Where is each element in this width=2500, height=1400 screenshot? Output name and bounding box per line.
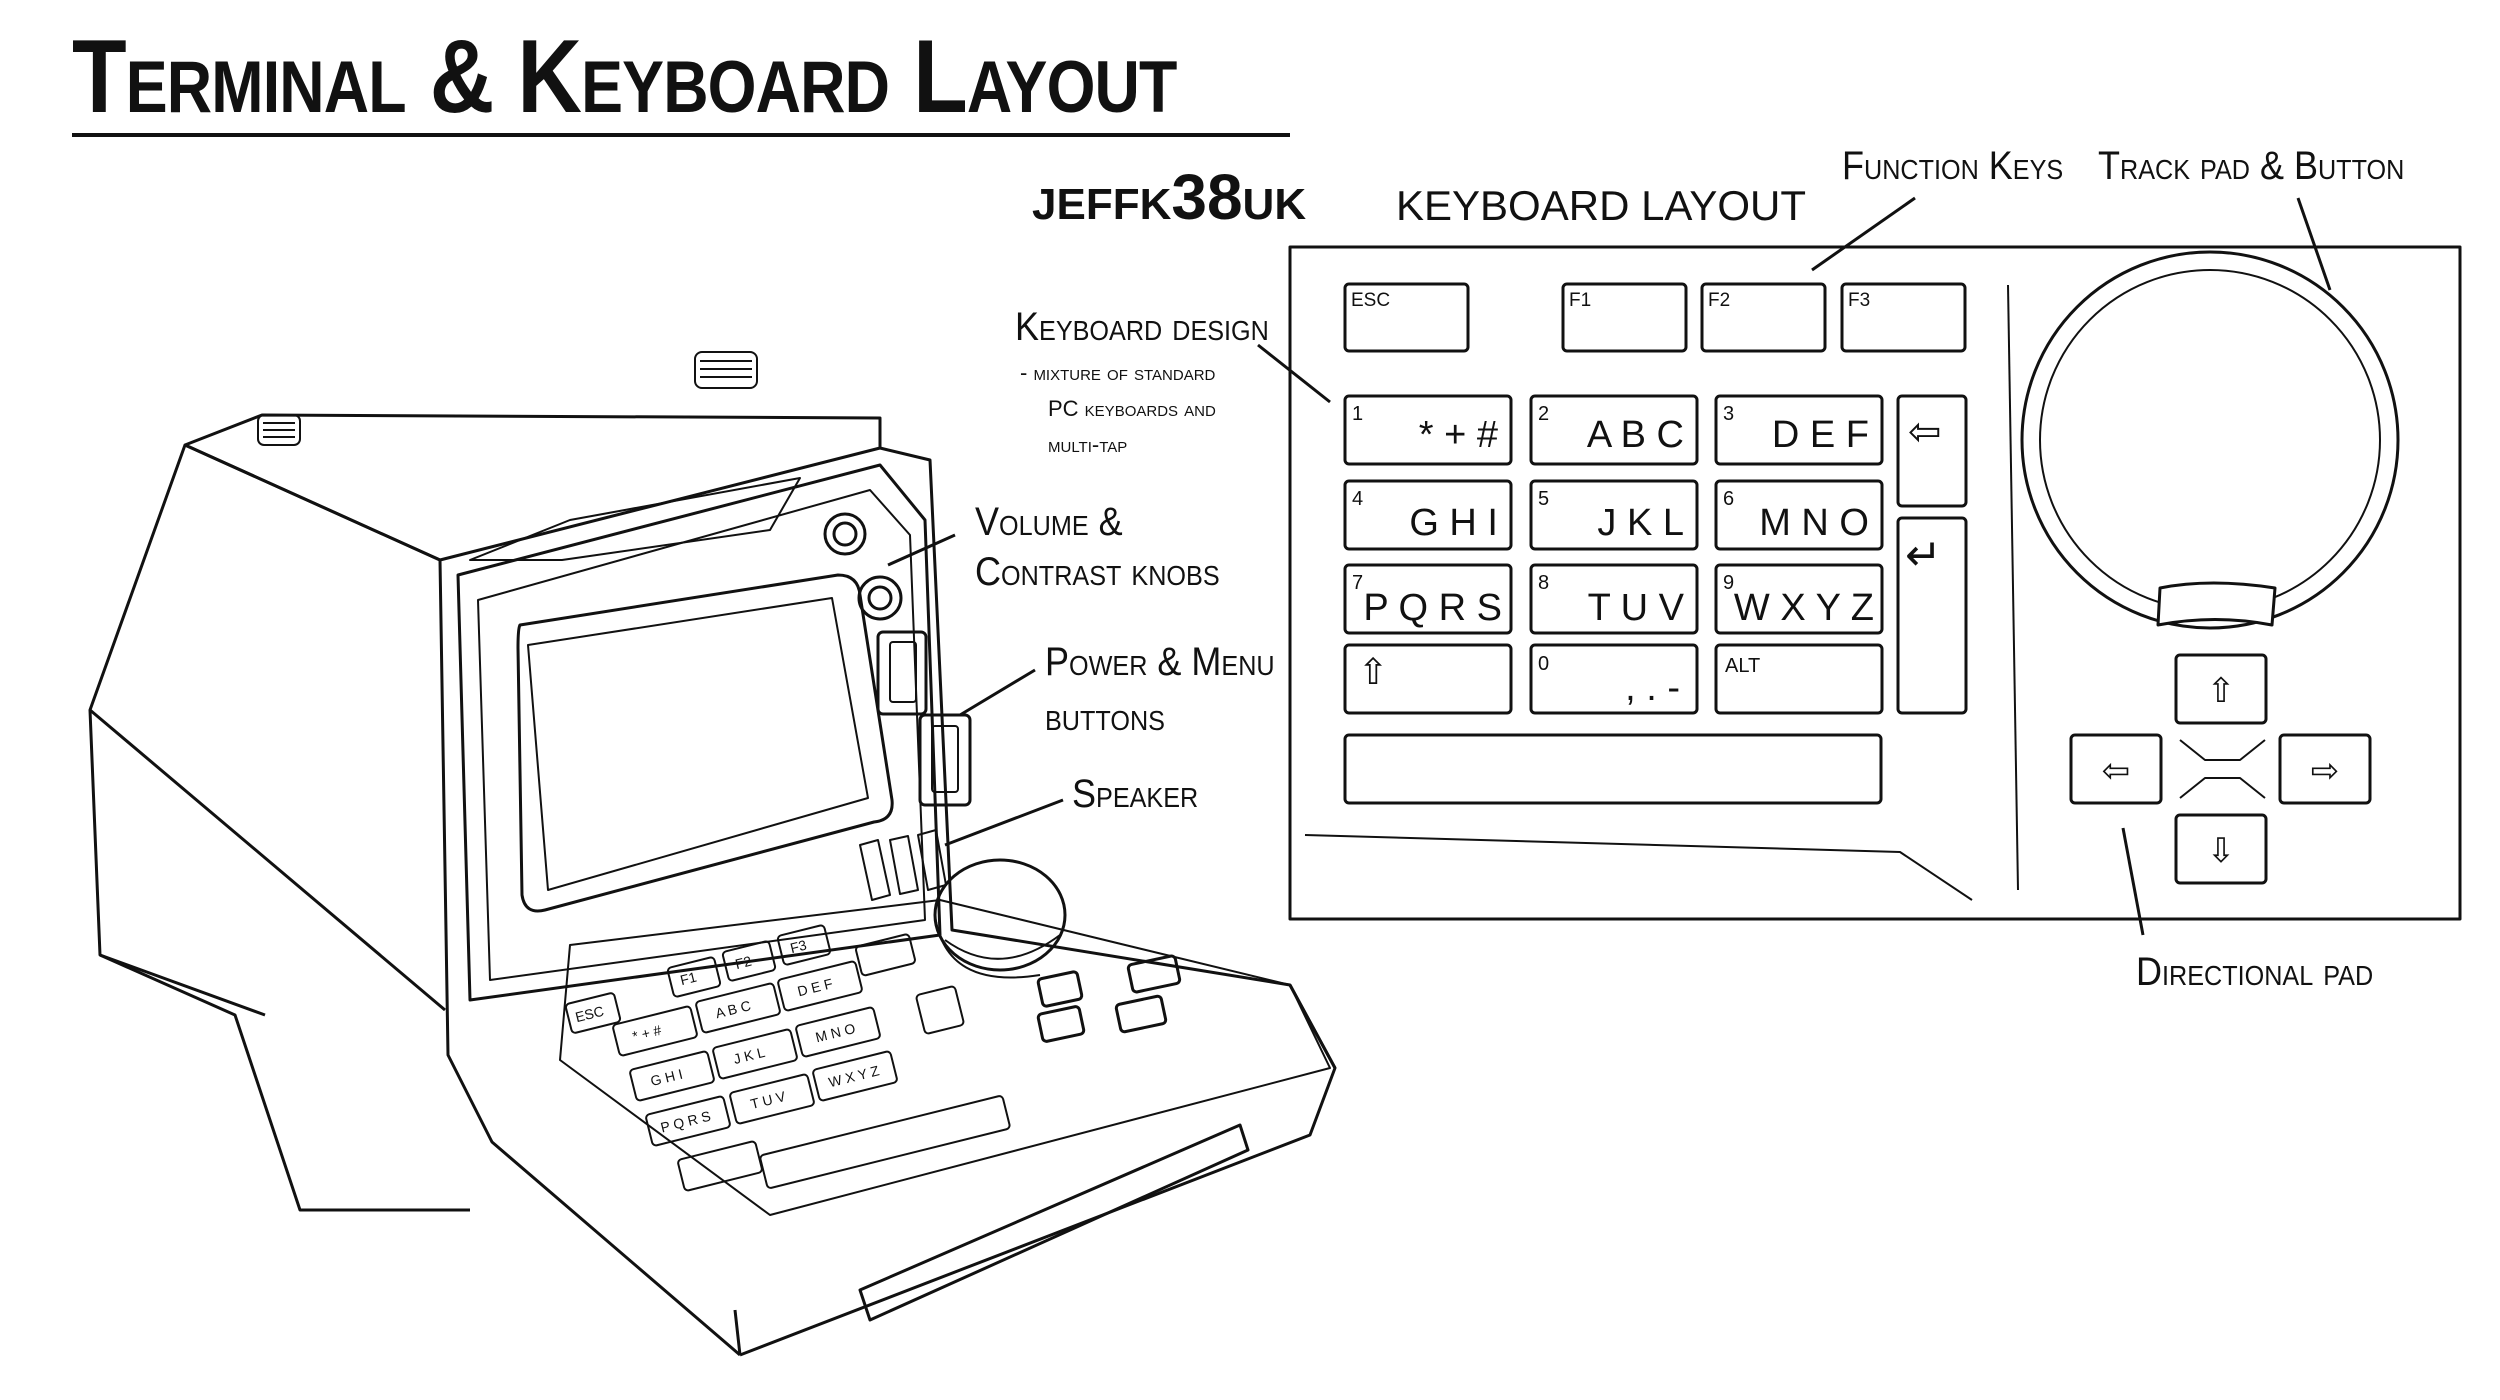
key-6-chars: M N O <box>1759 502 1869 544</box>
terminal-key-6: M N O <box>814 1020 857 1045</box>
key-9-chars: W X Y Z <box>1734 587 1874 629</box>
leader-dpad <box>2121 827 2145 936</box>
callout-keyboard-design: Keyboard design <box>1015 305 1269 349</box>
callout-power-line1: Power & Menu <box>1045 640 1275 684</box>
key-2-num: 2 <box>1538 403 1549 425</box>
dpad-down-icon: ⇩ <box>2207 832 2236 870</box>
key-5-chars: J K L <box>1597 502 1684 544</box>
author-signature: JEFFK38UK <box>1032 160 1306 234</box>
key-8-num: 8 <box>1538 572 1549 594</box>
page-title: Terminal & Keyboard Layout <box>72 19 1177 135</box>
key-0-num: 0 <box>1538 653 1549 675</box>
callout-keyboard-note-3: multi-tap <box>1048 432 1128 457</box>
key-2-chars: A B C <box>1587 414 1684 456</box>
terminal-illustration: ESC F1 F2 F3 * + # A B C D E F G H I J K… <box>88 351 1337 1357</box>
key-1-chars: * + # <box>1419 414 1498 456</box>
callout-power-line2: buttons <box>1045 695 1165 739</box>
key-7-chars: P Q R S <box>1363 587 1502 629</box>
callout-speaker: Speaker <box>1072 772 1199 816</box>
keyboard-layout-panel <box>1288 245 2462 921</box>
terminal-key-8: T U V <box>749 1088 788 1112</box>
dpad-right-icon: ⇨ <box>2311 752 2340 790</box>
key-5-num: 5 <box>1538 488 1549 510</box>
enter-icon: ↵ <box>1905 531 1942 580</box>
top-vents <box>257 351 758 446</box>
leader-lines <box>887 196 2332 936</box>
alt-key-label: ALT <box>1725 655 1760 677</box>
keyboard-layout-text: ESC F1 F2 F3 1 * + # 2 A B C 3 D E F 4 G… <box>1351 290 2339 870</box>
key-4-chars: G H I <box>1409 502 1498 544</box>
author-suffix: UK <box>1242 180 1307 229</box>
key-8-chars: T U V <box>1588 587 1685 629</box>
dpad-left-icon: ⇦ <box>2102 752 2131 790</box>
leader-function-keys <box>1811 196 1916 272</box>
terminal-key-f1: F1 <box>678 969 698 989</box>
author-number: 38 <box>1171 161 1243 233</box>
key-6-num: 6 <box>1723 488 1734 510</box>
terminal-key-4: G H I <box>649 1066 685 1089</box>
callout-volume-line1: Volume & <box>975 500 1123 544</box>
terminal-key-f2: F2 <box>733 953 753 973</box>
terminal-key-f3: F3 <box>788 937 808 957</box>
fkey-f3-label: F3 <box>1848 290 1870 311</box>
leader-volume <box>887 533 956 567</box>
title-underline <box>72 133 1290 137</box>
terminal-key-9: W X Y Z <box>827 1062 881 1090</box>
key-9-num: 9 <box>1723 572 1734 594</box>
leader-trackpad <box>2296 197 2332 291</box>
key-0-chars: , . - <box>1625 667 1680 709</box>
callout-directional-pad: Directional pad <box>2136 950 2374 994</box>
terminal-key-3: D E F <box>796 975 835 999</box>
callout-function-keys: Function Keys <box>1842 144 2064 188</box>
fkey-f1-label: F1 <box>1569 290 1591 311</box>
terminal-key-5: J K L <box>732 1044 767 1067</box>
terminal-keys <box>564 924 1011 1192</box>
leader-power <box>959 668 1036 717</box>
author-prefix: JEFFK <box>1032 180 1172 229</box>
keyboard-layout-heading: KEYBOARD LAYOUT <box>1396 182 1806 229</box>
backspace-icon: ⇦ <box>1908 410 1942 454</box>
key-3-num: 3 <box>1723 403 1734 425</box>
dpad-up-icon: ⇧ <box>2207 672 2236 710</box>
leader-keyboard-design <box>1257 343 1331 404</box>
key-7-num: 7 <box>1352 572 1363 594</box>
callout-keyboard-note-1: - mixture of standard <box>1020 360 1216 385</box>
key-3-chars: D E F <box>1772 414 1869 456</box>
terminal-key-1: * + # <box>631 1022 663 1045</box>
terminal-key-7: P Q R S <box>659 1108 712 1136</box>
callout-trackpad: Track pad & Button <box>2098 144 2405 188</box>
fkey-esc-label: ESC <box>1351 290 1390 311</box>
shift-key-icon: ⇧ <box>1358 651 1388 692</box>
fkey-f2-label: F2 <box>1708 290 1730 311</box>
key-1-num: 1 <box>1352 403 1363 425</box>
terminal-key-2: A B C <box>714 997 753 1021</box>
leader-speaker <box>944 798 1064 847</box>
key-4-num: 4 <box>1352 488 1363 510</box>
terminal-key-esc: ESC <box>574 1003 606 1025</box>
callout-keyboard-note-2: PC keyboards and <box>1048 396 1216 421</box>
callout-volume-line2: Contrast knobs <box>975 550 1220 594</box>
